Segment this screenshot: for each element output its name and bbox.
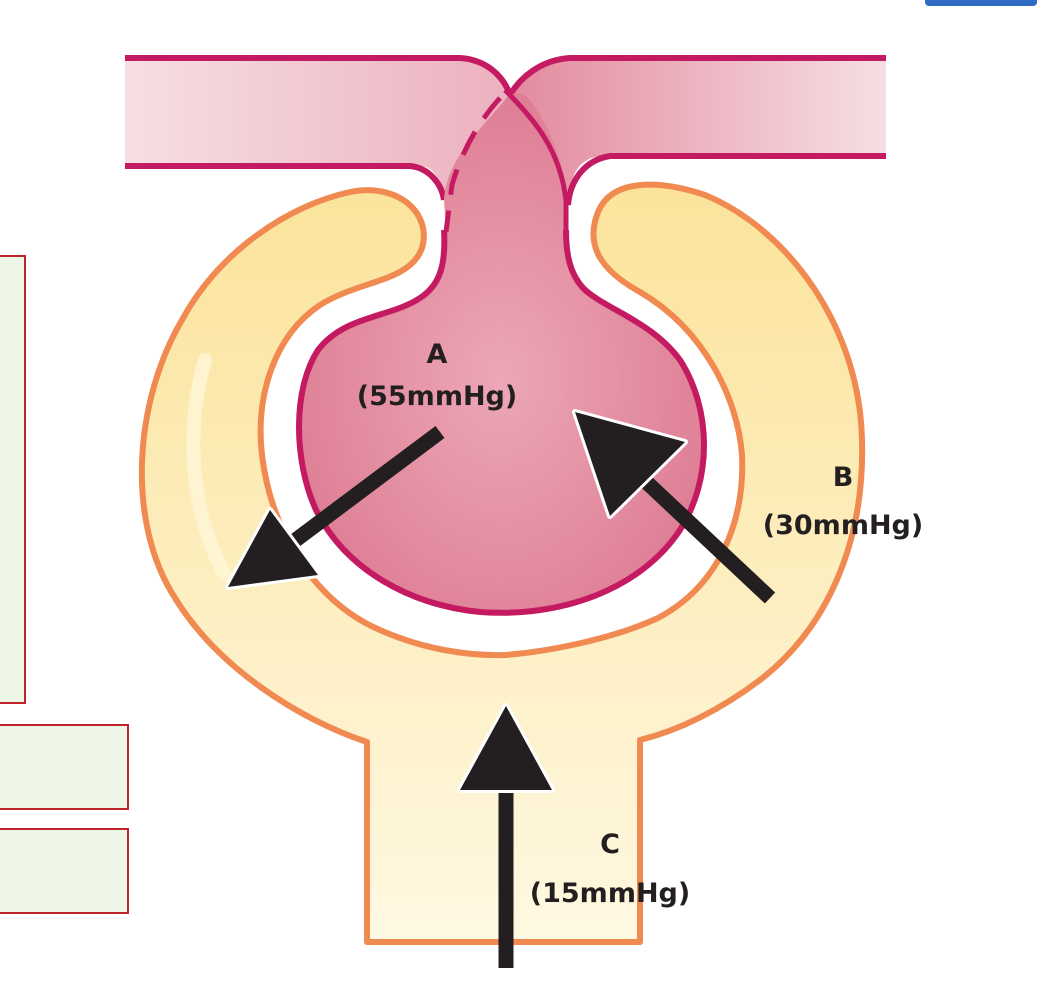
answer-box-middle[interactable] (0, 724, 129, 810)
label-c-letter: C (600, 829, 620, 860)
label-b-letter: B (833, 462, 854, 493)
arrow-a (225, 425, 445, 590)
answer-box-bottom[interactable] (0, 828, 129, 914)
label-a: A (55mmHg) (357, 339, 517, 412)
corner-tab[interactable] (925, 0, 1037, 6)
label-c: C (15mmHg) (530, 829, 690, 909)
label-a-letter: A (427, 339, 448, 370)
arrow-c (457, 703, 555, 968)
label-a-value: (55mmHg) (357, 381, 517, 412)
arrow-b (572, 409, 776, 604)
answer-box-large[interactable] (0, 255, 26, 704)
label-b-value: (30mmHg) (763, 510, 923, 541)
label-c-value: (15mmHg) (530, 878, 690, 909)
label-b: B (30mmHg) (763, 462, 923, 541)
